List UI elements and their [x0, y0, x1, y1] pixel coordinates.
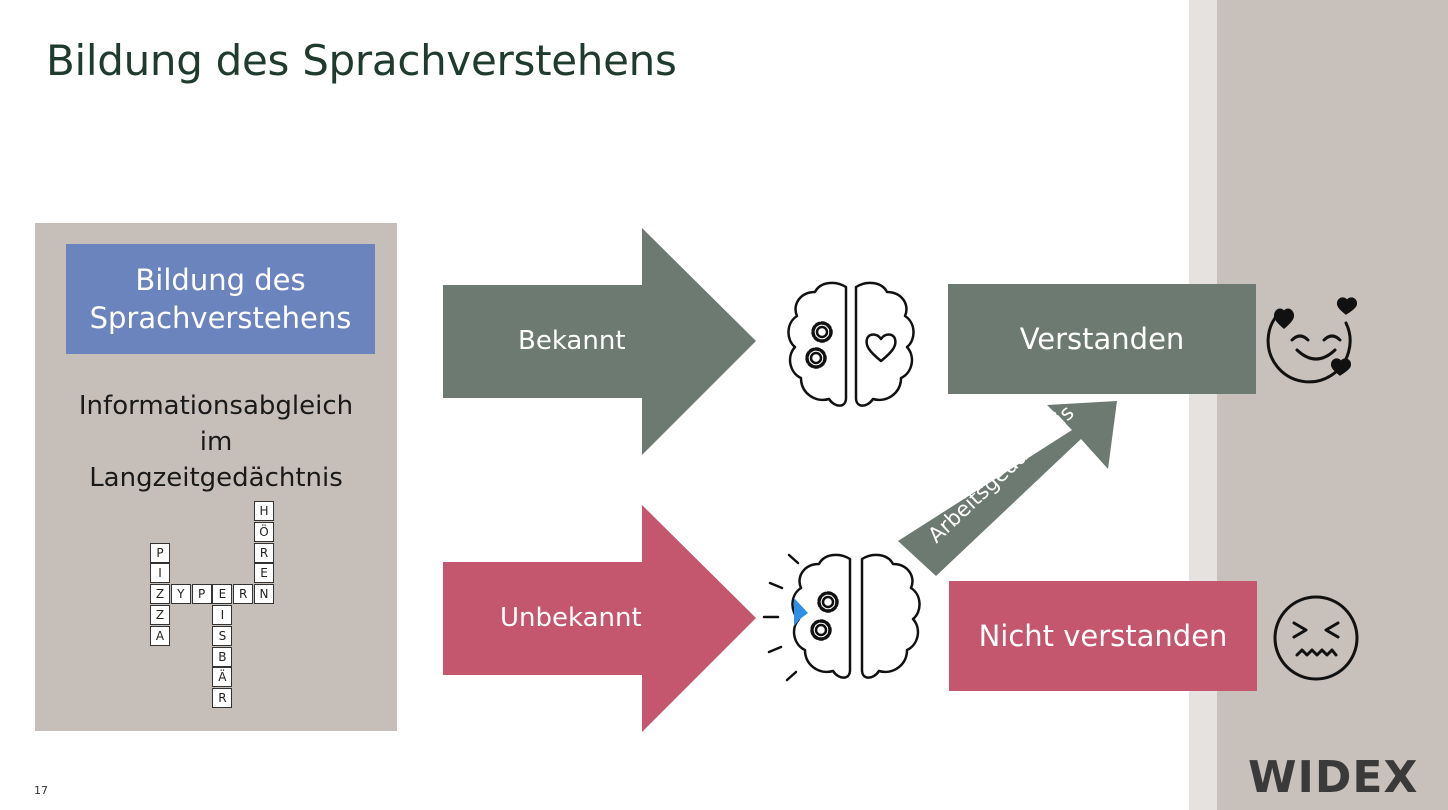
- smiling-face-with-hearts-icon: [1266, 297, 1358, 384]
- unknown-arrow: [443, 505, 756, 732]
- crossword-cell: E: [254, 563, 274, 584]
- crossword-cell: S: [212, 625, 233, 646]
- crossword-cell: Ö: [254, 521, 274, 542]
- not-understood-label: Nicht verstanden: [978, 619, 1228, 653]
- not-understood-box: Nicht verstanden: [949, 581, 1257, 691]
- crossword-cell: R: [212, 688, 233, 709]
- crossword-cell: E: [212, 584, 233, 605]
- crossword-cell: P: [150, 542, 170, 563]
- crossword-cell: A: [150, 625, 170, 646]
- crossword-cell: Z: [150, 584, 170, 605]
- brain-gears-sparks-icon: [762, 553, 921, 682]
- crossword-cell: H: [254, 501, 274, 521]
- left-panel-description: Informationsabgleich im Langzeitgedächtn…: [78, 391, 354, 493]
- slide-number: 17: [34, 784, 48, 797]
- slide-title: Bildung des Sprachverstehens: [46, 36, 677, 85]
- known-arrow: [443, 228, 756, 455]
- crossword-cell: Z: [150, 605, 170, 625]
- crossword-cell: R: [233, 584, 254, 605]
- mouse-pointer-icon: [794, 598, 808, 626]
- crossword-cell: B: [212, 646, 233, 667]
- crossword-cell: I: [212, 605, 233, 625]
- crossword-cell: N: [254, 584, 274, 605]
- crossword-cell: Ä: [212, 667, 233, 688]
- left-panel-heading: Bildung des Sprachverstehens: [89, 263, 352, 335]
- unknown-arrow-label: Unbekannt: [500, 603, 642, 633]
- understood-box: Verstanden: [948, 284, 1256, 394]
- working-memory-arrow: [898, 401, 1117, 576]
- crossword-cell: Y: [170, 584, 191, 605]
- known-arrow-label: Bekannt: [518, 326, 626, 356]
- widex-logo: WIDEX: [1248, 752, 1419, 803]
- crossword-cell: I: [150, 563, 170, 584]
- understood-label: Verstanden: [1019, 322, 1185, 356]
- crossword-cell: P: [191, 584, 212, 605]
- crossword-cell: R: [254, 542, 274, 563]
- brain-gears-heart-icon: [787, 281, 915, 407]
- confounded-face-icon: [1273, 595, 1359, 681]
- left-panel-heading-box: Bildung des Sprachverstehens: [66, 244, 375, 354]
